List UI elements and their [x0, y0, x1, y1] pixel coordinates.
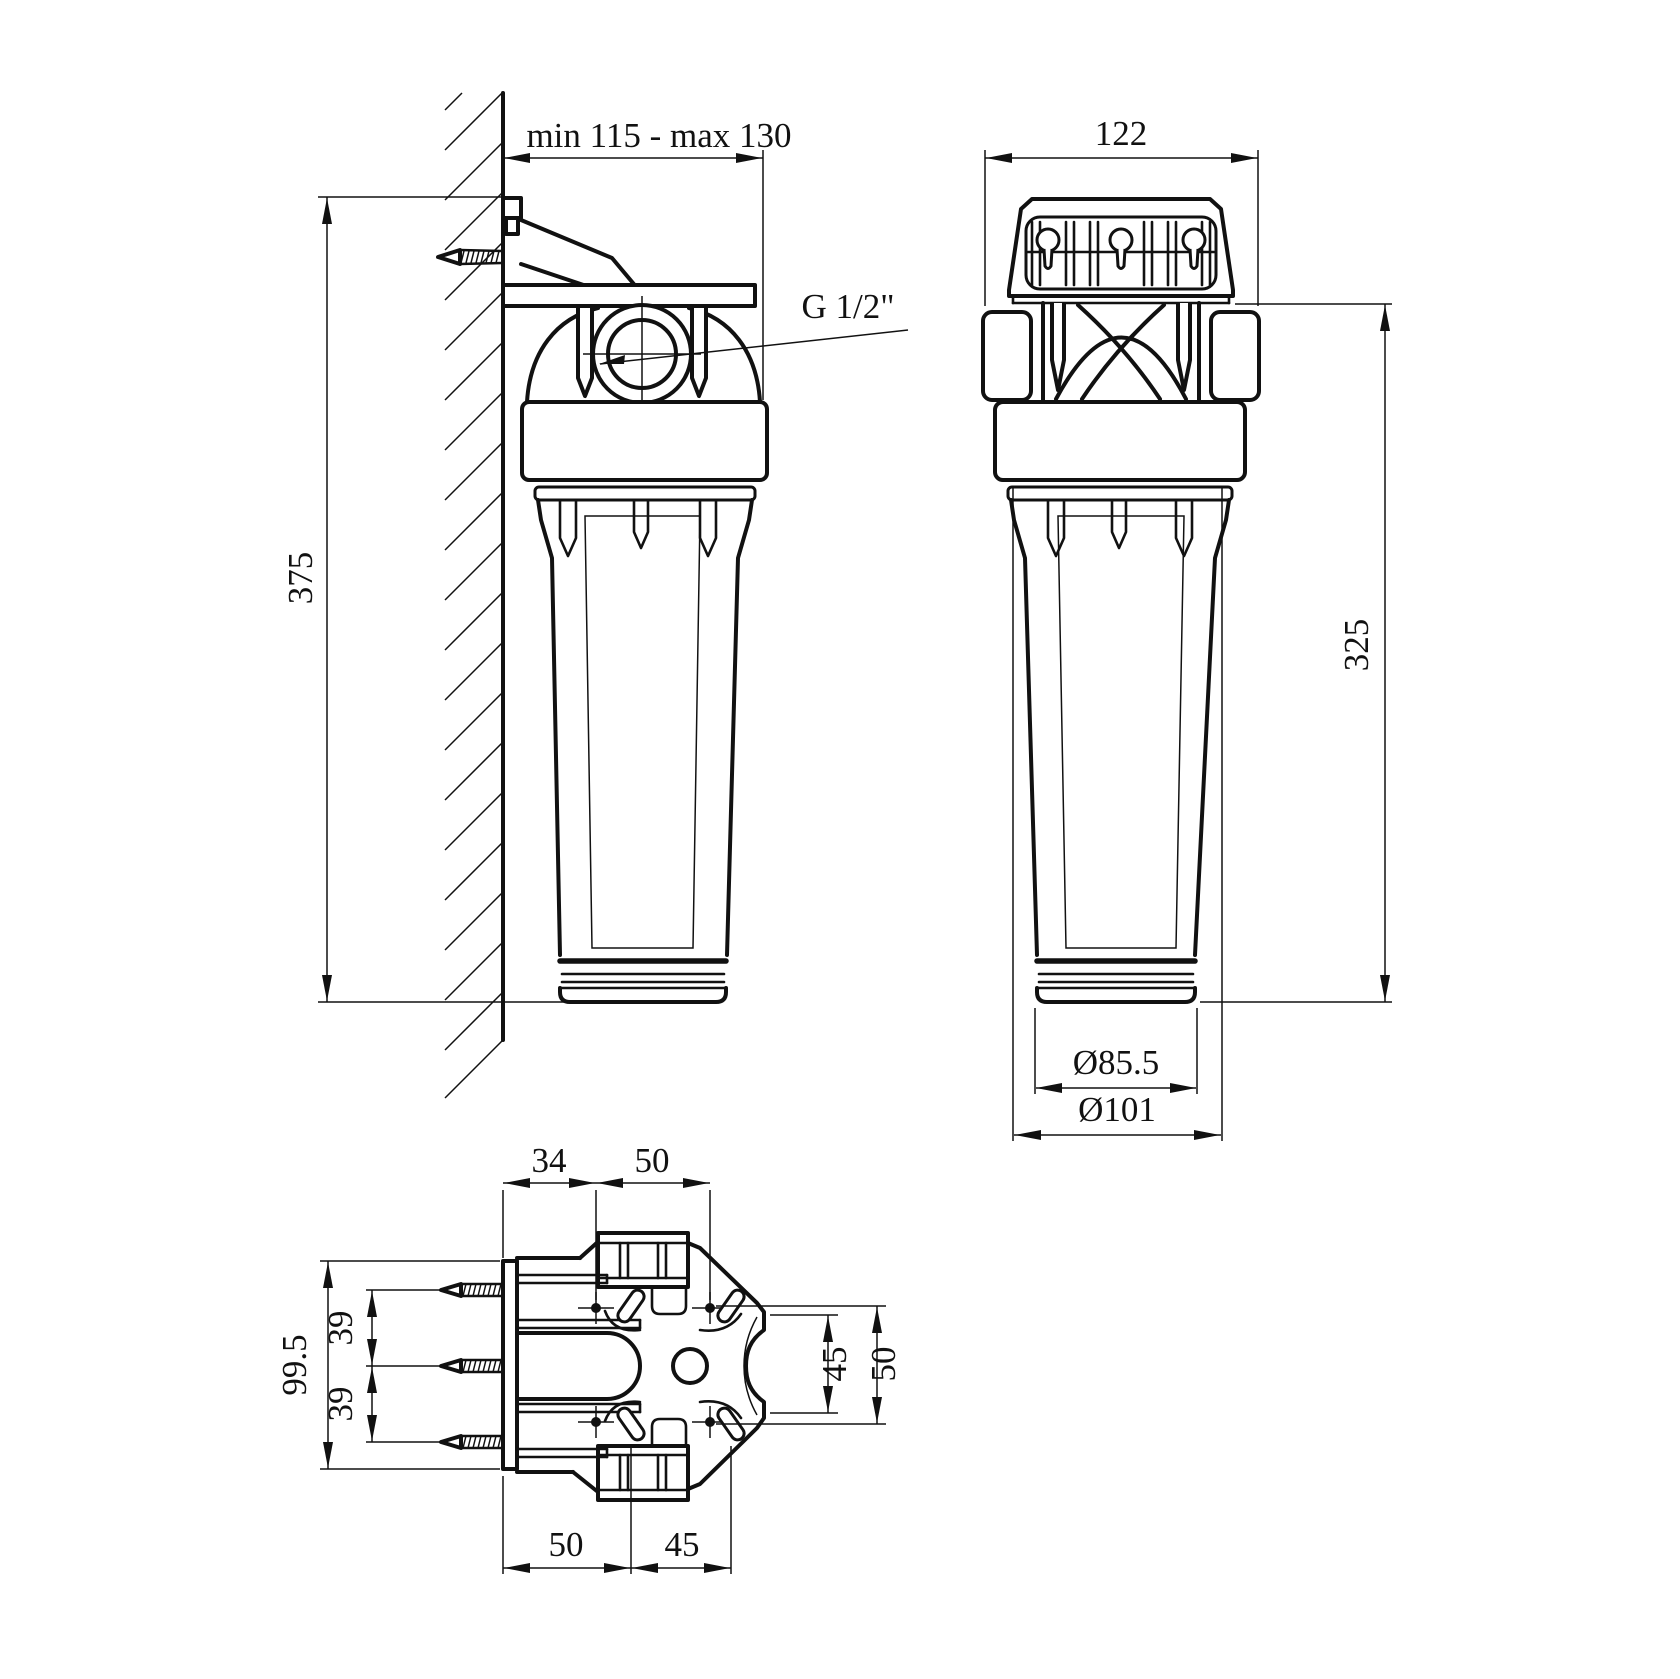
- head-cap-front: [1007, 197, 1235, 305]
- keyhole-slots: [1035, 227, 1207, 270]
- front-view: 122 325 Ø85.5 Ø101: [981, 114, 1392, 1141]
- slot-bl: [616, 1406, 646, 1442]
- dim-plate-height-label: 99.5: [275, 1334, 314, 1395]
- dim-holes-to-axis-label: 50: [635, 1141, 670, 1180]
- hole-cross-bl: [578, 1406, 614, 1438]
- dim-head-width-label: 122: [1095, 114, 1148, 153]
- port-nut-top-plan: [596, 1231, 690, 1316]
- dim-head-width: 122: [984, 114, 1259, 306]
- outlet-nut: [1209, 310, 1261, 402]
- wall-hatch: [444, 91, 504, 1099]
- head-shield-plan: [571, 1238, 766, 1494]
- u-channel: [515, 1331, 642, 1401]
- dim-sump-diameter-label: Ø85.5: [1073, 1043, 1160, 1082]
- side-view: G 1/2" min 115 - max 130 375: [281, 91, 909, 1099]
- leader-arrow-icon: [599, 355, 625, 364]
- dim-plate-to-holes-label: 34: [532, 1141, 567, 1180]
- slot-tl: [616, 1288, 646, 1324]
- mounting-bracket-side: [501, 196, 757, 308]
- dim-flat-edge-label: 45: [815, 1347, 854, 1382]
- dim-screw-pitch-upper-label: 39: [321, 1311, 360, 1346]
- dim-slot-pitch-label: 45: [665, 1525, 700, 1564]
- dim-bottom-chain: 50 45: [502, 1446, 732, 1574]
- top-view: 34 50 99.5 39 39: [275, 1141, 903, 1574]
- sump-side: [536, 498, 754, 1004]
- inlet-nut: [981, 310, 1033, 402]
- dim-screw-pitch-lower-label: 39: [321, 1387, 360, 1422]
- ports-front: [981, 301, 1261, 404]
- mounting-screws-plan: [439, 1282, 504, 1450]
- dim-right-side: 45 50: [716, 1305, 903, 1425]
- filter-head-side: [525, 296, 762, 412]
- thread-leader: G 1/2": [599, 287, 909, 365]
- screw-plan-3: [439, 1434, 504, 1450]
- dim-plate-height: 99.5: [275, 1260, 500, 1470]
- dim-top-chain: 34 50: [502, 1141, 711, 1300]
- bracket-plan: [501, 1256, 642, 1474]
- dim-body-height-label: 325: [1337, 619, 1376, 672]
- dim-screw-pitch: 39 39: [321, 1289, 448, 1443]
- sump-front: [1009, 498, 1231, 1004]
- center-port-plan: [671, 1347, 709, 1385]
- dim-collar-diameter-label: Ø101: [1078, 1090, 1156, 1129]
- dim-wall-distance: min 115 - max 130: [503, 116, 792, 400]
- dim-wall-distance-label: min 115 - max 130: [526, 116, 791, 155]
- collar-side: [520, 400, 769, 502]
- collar-front: [993, 400, 1247, 502]
- dim-plate-to-slot-label: 50: [549, 1525, 584, 1564]
- dim-overall-height-label: 375: [281, 552, 320, 605]
- dim-overall-height: 375: [281, 196, 568, 1003]
- dim-hole-pitch-label: 50: [864, 1347, 903, 1382]
- dim-collar-diameter: Ø101: [1012, 486, 1223, 1141]
- mounting-screw-side: [436, 248, 504, 266]
- screw-plan-2: [439, 1358, 504, 1374]
- thread-size-label: G 1/2": [801, 287, 894, 326]
- dim-body-height: 325: [1200, 303, 1392, 1003]
- screw-plan-1: [439, 1282, 504, 1298]
- port-nut-bottom-plan: [596, 1417, 690, 1502]
- dim-sump-diameter: Ø85.5: [1034, 1008, 1198, 1094]
